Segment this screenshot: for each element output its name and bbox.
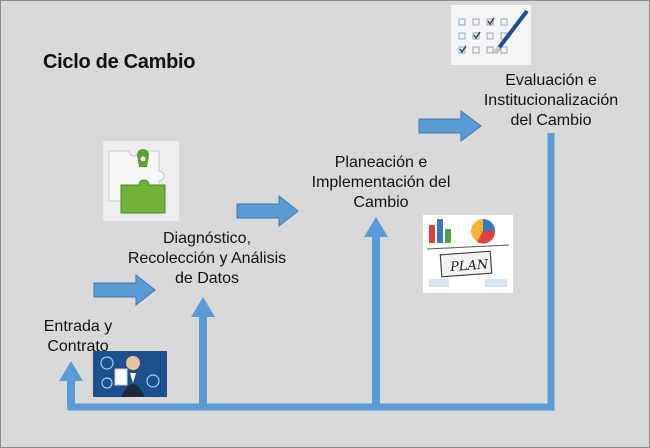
up-arrow-entrada	[59, 361, 83, 407]
right-arrow-3	[418, 110, 482, 142]
right-arrow-1	[93, 273, 156, 307]
puzzle-icon	[103, 141, 179, 221]
stage-label-diagnostico: Diagnóstico, Recolección y Análisis de D…	[127, 230, 287, 287]
diagram-title: Ciclo de Cambio	[43, 51, 196, 73]
up-arrow-diagnostico	[191, 297, 215, 407]
checklist-icon	[451, 5, 531, 65]
right-arrow-2	[236, 194, 299, 228]
svg-text:PLAN: PLAN	[449, 257, 490, 275]
stage-label-entrada: Entrada y Contrato	[43, 318, 113, 355]
stage-label-planeacion: Planeación e Implementación del Cambio	[311, 154, 451, 211]
stage-label-evaluacion: Evaluación e Institucionalización del Ca…	[483, 72, 619, 129]
up-arrow-planeacion	[364, 217, 388, 407]
businessman-icon	[93, 351, 167, 397]
plan-chart-icon: PLAN	[423, 215, 513, 293]
